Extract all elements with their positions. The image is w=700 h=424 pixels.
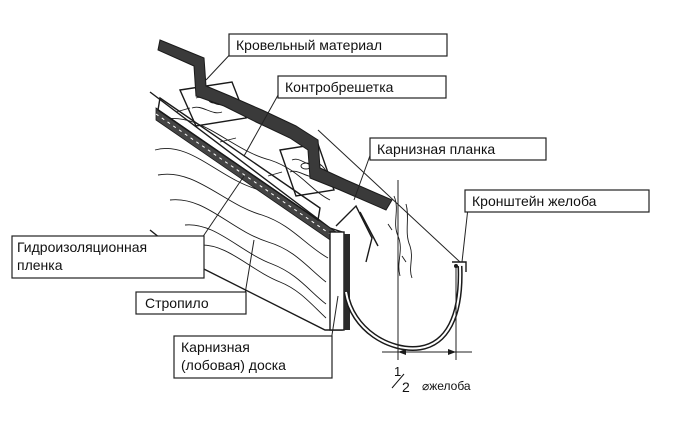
roofing-sheet [157, 39, 393, 211]
label-membrane-line1: Гидроизоляционная [17, 239, 147, 255]
dimension-denominator: 2 [402, 379, 410, 395]
label-rafter: Стропило [145, 295, 209, 311]
batten-lower [279, 143, 335, 197]
label-counter-batten: Контробрешетка [285, 79, 394, 95]
callout-rafter: Стропило [135, 239, 255, 315]
label-fascia-line1: Карнизная [181, 339, 250, 355]
callout-eave-strip: Карнизная планка [353, 137, 547, 201]
label-box-membrane [11, 235, 205, 279]
gutter-bracket [452, 261, 467, 272]
callout-gutter-bracket: Кронштейн желоба [461, 189, 650, 263]
gutter [343, 265, 463, 351]
label-box-gutter-bracket [464, 189, 650, 213]
dimension-numerator: 1 [394, 364, 401, 379]
label-box-counter-batten [277, 75, 447, 99]
dimension-label: ⌀желоба [422, 379, 471, 393]
label-gutter-bracket: Кронштейн желоба [472, 193, 597, 209]
label-membrane-line2: пленка [17, 257, 63, 273]
label-box-eave-strip [369, 137, 547, 161]
label-box-roofing [228, 33, 448, 57]
label-roofing: Кровельный материал [236, 37, 382, 53]
label-fascia-line2: (лобовая) доска [181, 357, 286, 373]
callout-membrane: Гидроизоляционная пленка [11, 175, 245, 279]
callout-roofing: Кровельный материал [205, 33, 448, 81]
label-box-fascia [173, 335, 333, 379]
eave-strip [335, 204, 379, 263]
callout-fascia: Карнизная (лобовая) доска [173, 295, 339, 379]
water-drip [387, 195, 413, 279]
dimension-extension-lines [317, 129, 472, 360]
label-box-rafter [135, 291, 247, 315]
fascia-board [329, 231, 350, 331]
gutter-diameter-dimension: 1 2 ⌀желоба [391, 364, 471, 395]
counter-batten [157, 96, 321, 222]
callout-counter-batten: Контробрешетка [243, 75, 447, 157]
label-eave-strip: Карнизная планка [377, 141, 495, 157]
